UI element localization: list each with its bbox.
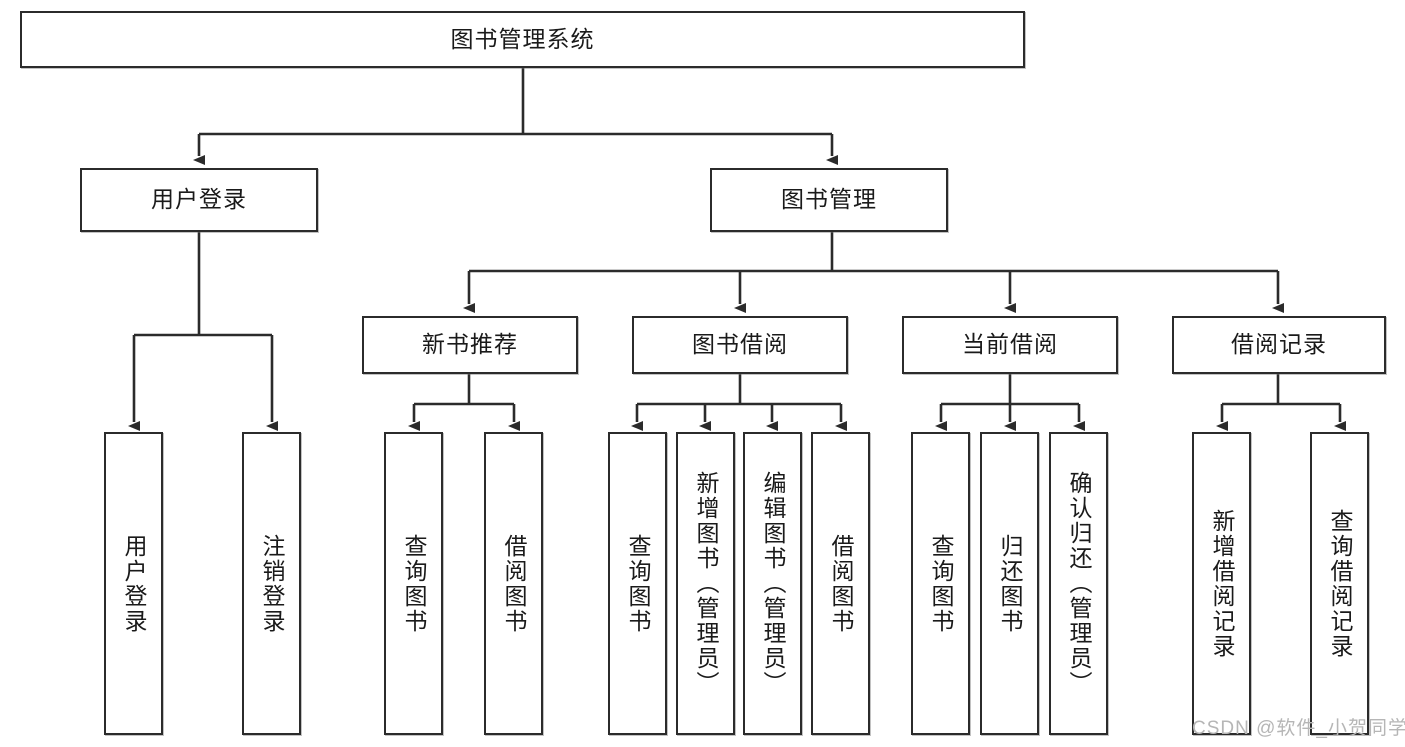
node-label: 编辑图书（管理员） (760, 471, 786, 696)
node-label: 归还图书 (997, 533, 1023, 634)
node-label: 用户登录 (151, 186, 247, 213)
node-leaf-current-query-book[interactable]: 查询图书 (911, 432, 970, 735)
node-leaf-borrow-add-book-admin[interactable]: 新增图书（管理员） (676, 432, 735, 735)
node-leaf-record-add[interactable]: 新增借阅记录 (1192, 432, 1251, 735)
node-leaf-record-query[interactable]: 查询借阅记录 (1310, 432, 1369, 735)
node-label: 图书管理 (781, 186, 877, 213)
node-current-borrowing[interactable]: 当前借阅 (902, 316, 1118, 374)
node-label: 查询借阅记录 (1327, 508, 1353, 659)
node-label: 确认归还（管理员） (1066, 471, 1092, 696)
node-leaf-current-confirm-return-admin[interactable]: 确认归还（管理员） (1049, 432, 1108, 735)
node-user-login[interactable]: 用户登录 (80, 168, 318, 232)
node-label: 图书借阅 (692, 331, 788, 358)
node-label: 新增图书（管理员） (693, 471, 719, 696)
node-label: 当前借阅 (962, 331, 1058, 358)
node-label: 借阅记录 (1231, 331, 1327, 358)
csdn-watermark: CSDN @软件_小贺同学 (1192, 718, 1405, 739)
node-label: 注销登录 (259, 533, 285, 634)
node-label: 查询图书 (401, 533, 427, 634)
node-label: 新书推荐 (422, 331, 518, 358)
node-new-book-recommendation[interactable]: 新书推荐 (362, 316, 578, 374)
node-book-management[interactable]: 图书管理 (710, 168, 948, 232)
node-leaf-newbook-query-book[interactable]: 查询图书 (384, 432, 443, 735)
node-book-borrowing[interactable]: 图书借阅 (632, 316, 848, 374)
node-leaf-borrow-borrow-book[interactable]: 借阅图书 (811, 432, 870, 735)
node-leaf-borrow-edit-book-admin[interactable]: 编辑图书（管理员） (743, 432, 802, 735)
node-label: 查询图书 (625, 533, 651, 634)
node-leaf-user-login[interactable]: 用户登录 (104, 432, 163, 735)
node-label: 借阅图书 (828, 533, 854, 634)
node-label: 新增借阅记录 (1209, 508, 1235, 659)
node-label: 图书管理系统 (450, 25, 595, 52)
node-borrow-records[interactable]: 借阅记录 (1172, 316, 1386, 374)
node-leaf-user-logout[interactable]: 注销登录 (242, 432, 301, 735)
node-root-book-management-system[interactable]: 图书管理系统 (20, 11, 1025, 68)
node-label: 查询图书 (928, 533, 954, 634)
node-leaf-borrow-query-book[interactable]: 查询图书 (608, 432, 667, 735)
node-label: 借阅图书 (501, 533, 527, 634)
node-leaf-newbook-borrow-book[interactable]: 借阅图书 (484, 432, 543, 735)
node-label: 用户登录 (121, 533, 147, 634)
node-leaf-current-return-book[interactable]: 归还图书 (980, 432, 1039, 735)
